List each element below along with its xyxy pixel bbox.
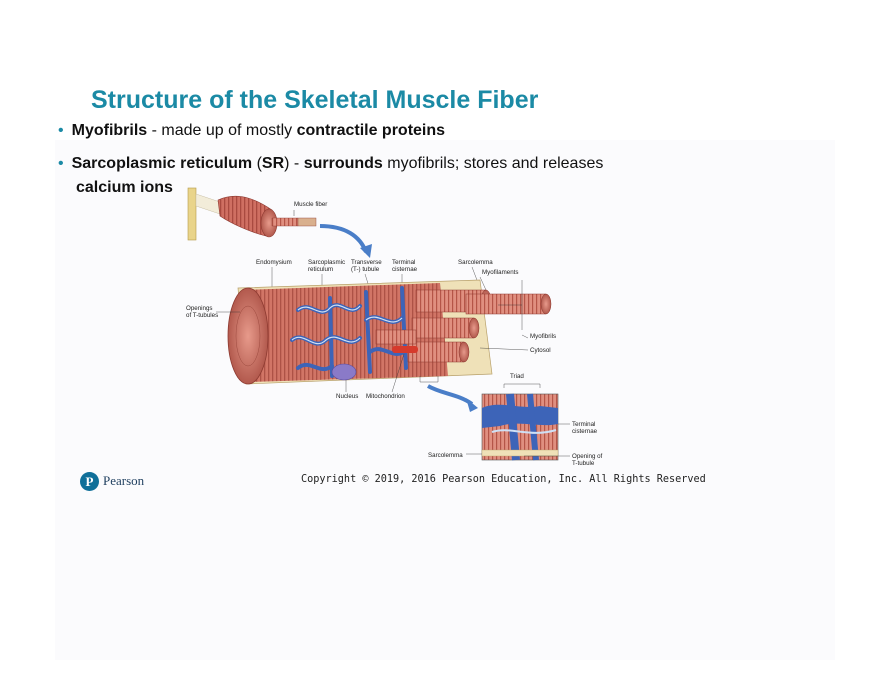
label-sarcoplasmic-1: Sarcoplasmic [308,259,345,266]
bullet-term: SR [261,155,285,172]
whole-muscle-thumbnail [187,187,317,241]
bullet-text: ) - [284,155,304,172]
label-terminal-cisternae-1: Terminal [572,421,595,428]
label-myofilaments: Myofilaments [482,269,518,276]
label-openings-2: of T-tubules [186,312,218,319]
label-opening-1: Opening of [572,453,603,460]
slide-background [55,140,835,660]
triad-inset [481,393,559,461]
bullet-text: myofibrils; stores and releases [382,155,604,172]
copyright-notice: Copyright © 2019, 2016 Pearson Education… [301,474,706,485]
zoom-arrow-2 [427,384,478,412]
label-cytosol: Cytosol [530,347,551,354]
bullet-myofibrils: • Myofibrils - made up of mostly contract… [58,120,445,142]
slide-title: Structure of the Skeletal Muscle Fiber [91,86,539,114]
label-muscle-fiber: Muscle fiber [294,201,327,208]
label-sarcolemma: Sarcolemma [458,259,493,266]
label-opening-2: T-tubule [572,460,595,467]
label-terminal-cisternae-2: cisternae [572,428,598,435]
muscle-fiber-diagram: Muscle fiber Endomysium Sarcoplasmic ret… [186,187,603,467]
label-terminal-1: Terminal [392,259,415,266]
bullet-term: Sarcoplasmic reticulum [71,155,253,172]
label-terminal-2: cisternae [392,266,418,273]
bullet-text: ( [252,155,262,172]
label-nucleus: Nucleus [336,393,358,400]
leader-lines-right [479,280,529,351]
bullet-dot: • [58,155,64,172]
pearson-logo: P Pearson [80,470,144,492]
label-openings-1: Openings [186,305,213,312]
bullet-text: - made up of mostly [147,122,297,139]
label-transverse-1: Transverse [351,259,382,266]
leader-lines-inset [466,423,570,457]
label-transverse-2: (T-) tubule [351,266,380,273]
label-endomysium: Endomysium [256,259,292,266]
bullet-term: Myofibrils [71,122,148,139]
zoom-arrow-1 [319,224,372,258]
pearson-wordmark: Pearson [103,473,145,488]
pearson-p-icon: P [80,471,99,491]
label-triad: Triad [510,373,524,380]
bullet-term: surrounds [303,155,383,172]
label-sarcolemma-2: Sarcolemma [428,452,463,459]
bullet-term: contractile proteins [296,122,446,139]
label-sarcoplasmic-2: reticulum [308,266,333,273]
bullet-sarcoplasmic-reticulum: • Sarcoplasmic reticulum (SR) - surrounds… [58,153,603,175]
bullet-dot: • [58,122,64,139]
bullet-continuation: calcium ions [76,179,173,196]
label-mitochondrion: Mitochondrion [366,393,405,400]
muscle-fiber-cutaway [227,279,552,385]
label-myofibrils: Myofibrils [530,333,556,340]
leader-lines-bottom [345,353,439,393]
